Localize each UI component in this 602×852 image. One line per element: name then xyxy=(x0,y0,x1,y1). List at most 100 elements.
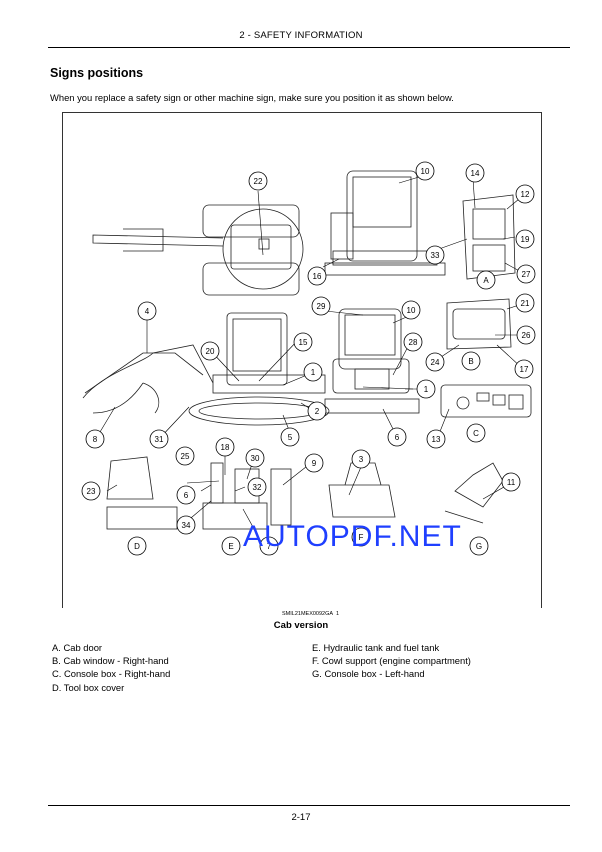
callout-marker: 16 xyxy=(307,266,327,286)
callout-marker: 30 xyxy=(245,448,265,468)
view-letter-group: A B C D E F G xyxy=(127,270,496,556)
callout-marker: 23 xyxy=(81,481,101,501)
callout-circle xyxy=(293,332,313,352)
legend-item: D. Tool box cover xyxy=(52,681,125,693)
callout-marker: 19 xyxy=(515,229,535,249)
figure-code: SMIL21MEX0092GA xyxy=(282,611,334,617)
header-rule xyxy=(48,47,570,48)
callout-marker: 1 xyxy=(303,362,323,382)
callout-circle xyxy=(200,341,220,361)
callout-marker: 4 xyxy=(137,301,157,321)
leader-lines xyxy=(96,176,526,546)
callout-number: 32 xyxy=(253,483,262,492)
callout-number: 8 xyxy=(93,435,98,444)
callout-marker: 34 xyxy=(176,515,196,535)
callout-number: 27 xyxy=(522,270,531,279)
callout-marker: 9 xyxy=(304,453,324,473)
callout-marker: 2 xyxy=(307,401,327,421)
callout-circle xyxy=(247,477,267,497)
callout-circle xyxy=(465,163,485,183)
callout-marker: 5 xyxy=(280,427,300,447)
callout-circle xyxy=(259,536,279,556)
callout-number: 1 xyxy=(424,385,429,394)
callout-circle xyxy=(403,332,423,352)
callout-circle xyxy=(426,429,446,449)
callout-marker: 17 xyxy=(514,359,534,379)
section-title: Signs positions xyxy=(50,66,144,80)
callout-number: 13 xyxy=(432,435,441,444)
callout-number: 10 xyxy=(421,167,430,176)
view-letter: E xyxy=(228,542,233,551)
callout-circle xyxy=(516,264,536,284)
callout-circle xyxy=(416,379,436,399)
machine-line-art xyxy=(82,170,532,530)
view-letter: D xyxy=(134,542,140,551)
callout-circle xyxy=(307,401,327,421)
callout-marker: 29 xyxy=(311,296,331,316)
callout-marker: 14 xyxy=(465,163,485,183)
callout-marker: 12 xyxy=(515,184,535,204)
callout-number: 14 xyxy=(471,169,480,178)
view-letter-marker: B xyxy=(461,351,481,371)
legend-item: B. Cab window - Right-hand xyxy=(52,655,169,667)
view-letter-marker: F xyxy=(351,527,371,547)
callout-marker: 1 xyxy=(416,379,436,399)
view-letter: C xyxy=(473,429,479,438)
callout-marker: 33 xyxy=(425,245,445,265)
legend-left: A. Cab door B. Cab window - Right-hand C… xyxy=(52,641,170,694)
callout-number: 1 xyxy=(311,368,316,377)
callout-number: 20 xyxy=(206,347,215,356)
view-letter-marker: G xyxy=(469,536,489,556)
callout-number: 5 xyxy=(288,433,293,442)
callout-number: 10 xyxy=(407,306,416,315)
legend-item: G. Console box - Left-hand xyxy=(312,668,425,680)
callout-circle xyxy=(425,245,445,265)
callout-number: 17 xyxy=(520,365,529,374)
callout-number: 25 xyxy=(181,452,190,461)
view-letter-circle xyxy=(466,423,486,443)
callout-marker: 10 xyxy=(401,300,421,320)
view-letter: F xyxy=(359,533,364,542)
callout-number: 19 xyxy=(521,235,530,244)
callout-marker: 6 xyxy=(387,427,407,447)
view-letter-marker: C xyxy=(466,423,486,443)
callout-marker: 11 xyxy=(501,472,521,492)
callout-circle xyxy=(280,427,300,447)
callout-circle xyxy=(245,448,265,468)
callout-marker: 22 xyxy=(248,171,268,191)
callout-marker: 13 xyxy=(426,429,446,449)
legend-item: F. Cowl support (engine compartment) xyxy=(312,655,471,667)
callout-number: 21 xyxy=(521,299,530,308)
callout-circle xyxy=(515,293,535,313)
callout-marker: 15 xyxy=(293,332,313,352)
callout-number: 15 xyxy=(299,338,308,347)
view-letter-marker: A xyxy=(476,270,496,290)
view-letter: G xyxy=(476,542,482,551)
view-letter-circle xyxy=(221,536,241,556)
view-letter-circle xyxy=(351,527,371,547)
callout-number: 26 xyxy=(522,331,531,340)
callout-circle xyxy=(515,229,535,249)
callout-marker: 25 xyxy=(175,446,195,466)
callout-circle xyxy=(149,429,169,449)
callout-circle xyxy=(81,481,101,501)
callout-circle xyxy=(307,266,327,286)
callout-circle xyxy=(387,427,407,447)
callout-number: 29 xyxy=(317,302,326,311)
legend-item: E. Hydraulic tank and fuel tank xyxy=(312,642,440,653)
callout-circle xyxy=(351,449,371,469)
callout-marker: 24 xyxy=(425,352,445,372)
callout-number: 4 xyxy=(145,307,150,316)
view-letter-circle xyxy=(476,270,496,290)
callout-marker: 20 xyxy=(200,341,220,361)
callout-circle xyxy=(137,301,157,321)
callout-number: 34 xyxy=(182,521,191,530)
legend-item: A. Cab door xyxy=(52,642,103,653)
callout-circle xyxy=(85,429,105,449)
callout-circle xyxy=(514,359,534,379)
callout-number: 22 xyxy=(254,177,263,186)
callout-circle xyxy=(515,184,535,204)
callout-circle xyxy=(215,437,235,457)
callout-number: 3 xyxy=(359,455,364,464)
callout-circle xyxy=(311,296,331,316)
